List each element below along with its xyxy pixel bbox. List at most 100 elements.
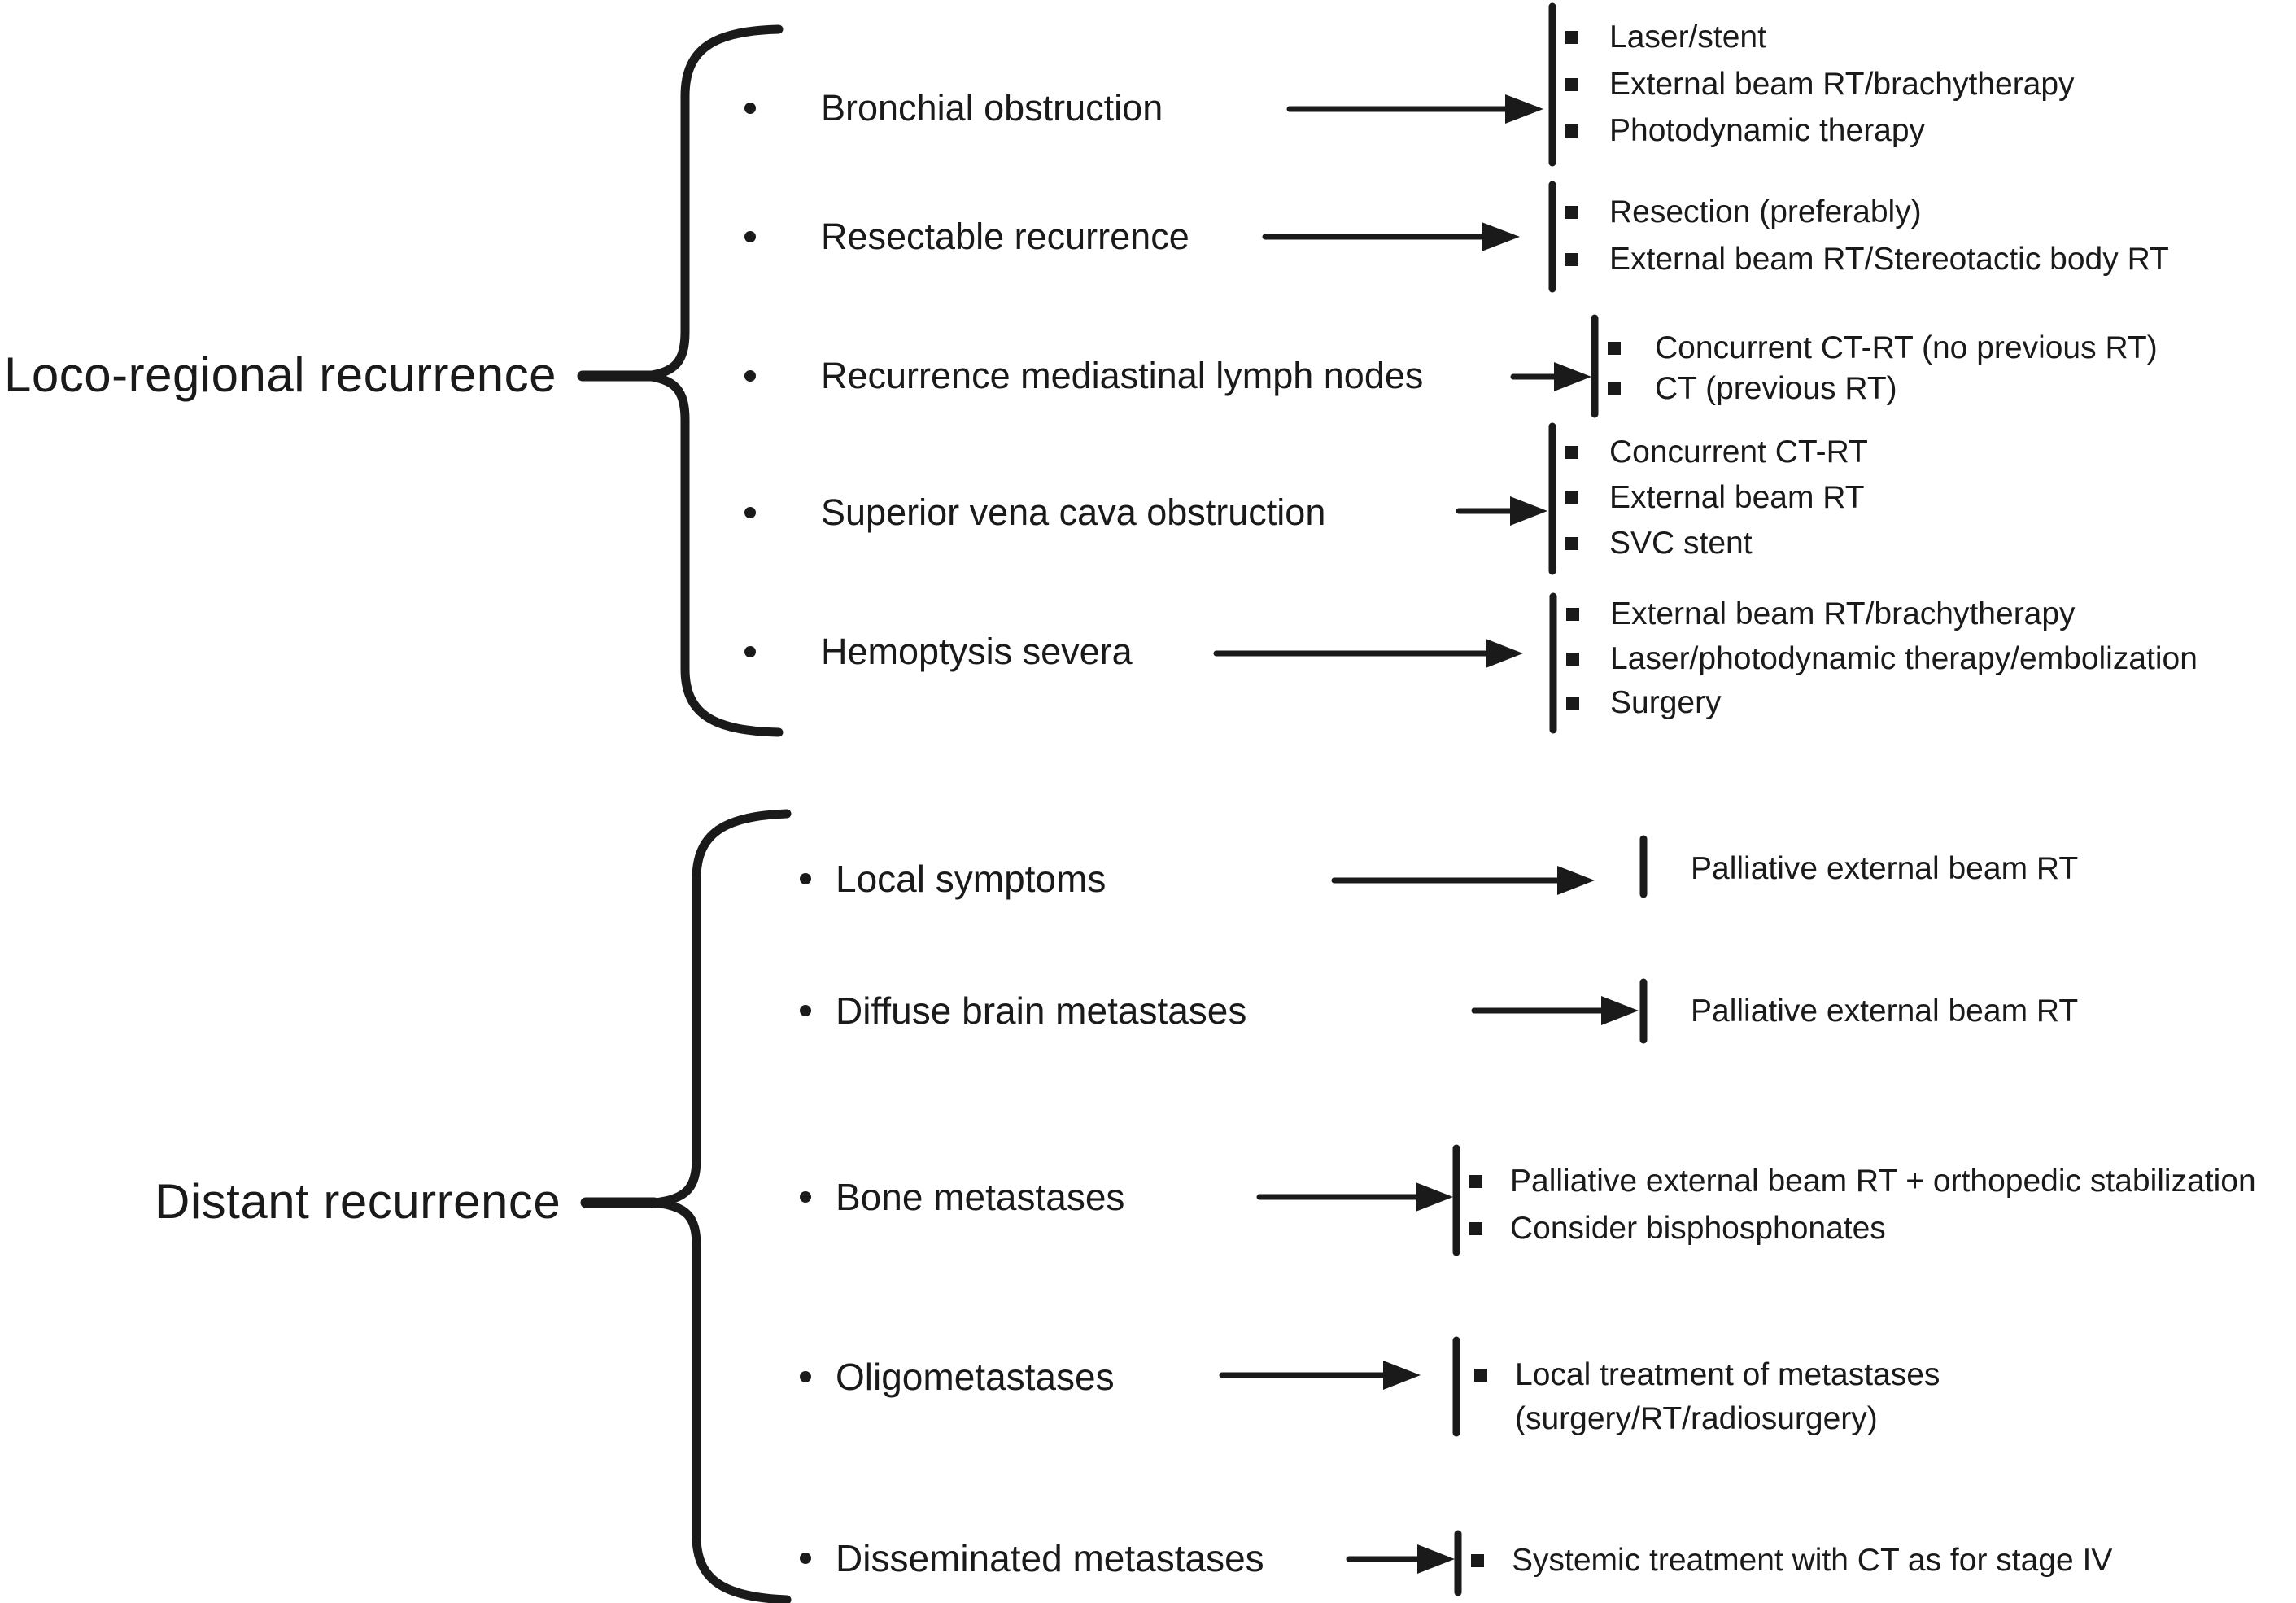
square-bullet-icon: [1608, 342, 1621, 355]
treatment-row: Laser/stent: [1565, 20, 1766, 55]
square-bullet-icon: [1565, 253, 1578, 266]
treatment-row: External beam RT/brachytherapy: [1566, 596, 2076, 632]
arrow-icon: [1510, 362, 1591, 391]
bullet-icon: [800, 1191, 811, 1203]
item-label: Recurrence mediastinal lymph nodes: [821, 355, 1424, 396]
treatment-label: External beam RT/Stereotactic body RT: [1609, 242, 2169, 277]
treatment-row: Photodynamic therapy: [1565, 113, 1925, 149]
treatment-label: External beam RT: [1609, 480, 1865, 515]
arrow-icon: [1331, 866, 1595, 895]
treatment-row: Resection (preferably): [1565, 194, 1922, 230]
square-bullet-icon: [1566, 653, 1579, 666]
treatment-row: Concurrent CT-RT (no previous RT): [1608, 330, 2158, 366]
item-recurrence-mediastinal-lymph-nodes: Recurrence mediastinal lymph nodes: [744, 355, 1423, 397]
item-bronchial-obstruction: Bronchial obstruction: [744, 87, 1163, 129]
square-bullet-icon: [1566, 697, 1579, 710]
item-label: Disseminated metastases: [836, 1537, 1264, 1579]
treatment-row: Surgery: [1566, 685, 1722, 721]
arrow-icon: [1262, 222, 1520, 251]
treatment-row: Systemic treatment with CT as for stage …: [1471, 1543, 2112, 1579]
treatment-row: External beam RT/Stereotactic body RT: [1565, 242, 2169, 277]
treatment-label: Palliative external beam RT: [1691, 994, 2079, 1029]
arrow-icon: [1346, 1544, 1455, 1574]
item-label: Bone metastases: [836, 1176, 1125, 1218]
arrow-icon: [1256, 1182, 1453, 1212]
square-bullet-icon: [1565, 446, 1578, 459]
treatment-row: External beam RT: [1565, 480, 1865, 516]
bullet-icon: [800, 1553, 811, 1564]
treatment-row: Palliative external beam RT: [1691, 851, 2078, 887]
square-bullet-icon: [1608, 382, 1621, 395]
square-bullet-icon: [1471, 1554, 1484, 1567]
square-bullet-icon: [1565, 491, 1578, 504]
treatment-label: External beam RT/brachytherapy: [1610, 596, 2076, 631]
bullet-icon: [744, 646, 756, 657]
square-bullet-icon: [1469, 1175, 1482, 1188]
item-label: Resectable recurrence: [821, 216, 1189, 257]
square-bullet-icon: [1565, 31, 1578, 44]
item-disseminated-metastases: Disseminated metastases: [800, 1536, 1264, 1580]
item-hemoptysis-severa: Hemoptysis severa: [744, 631, 1133, 673]
bullet-icon: [744, 231, 756, 242]
arrow-icon: [1286, 94, 1543, 124]
treatment-row-continuation: (surgery/RT/radiosurgery): [1515, 1401, 1878, 1437]
bullet-icon: [744, 370, 756, 382]
item-resectable-recurrence: Resectable recurrence: [744, 216, 1189, 258]
treatment-row: SVC stent: [1565, 526, 1753, 561]
treatment-row: Concurrent CT-RT: [1565, 435, 1868, 470]
treatment-row: Consider bisphosphonates: [1469, 1211, 1886, 1247]
item-oligometastases: Oligometastases: [800, 1355, 1115, 1399]
bullet-icon: [744, 103, 756, 114]
item-label: Diffuse brain metastases: [836, 989, 1247, 1032]
item-diffuse-brain-metastases: Diffuse brain metastases: [800, 989, 1246, 1033]
bullet-icon: [800, 1371, 811, 1382]
bullet-icon: [744, 507, 756, 518]
treatment-label: Concurrent CT-RT: [1609, 435, 1868, 470]
arrow-icon: [1456, 496, 1547, 526]
curly-brace-icon: [653, 809, 792, 1603]
treatment-label: Palliative external beam RT: [1691, 851, 2079, 886]
arrow-icon: [1213, 639, 1523, 668]
square-bullet-icon: [1565, 206, 1578, 219]
treatment-row: Palliative external beam RT: [1691, 994, 2078, 1029]
square-bullet-icon: [1469, 1222, 1482, 1235]
square-bullet-icon: [1566, 608, 1579, 621]
bullet-icon: [800, 1005, 811, 1016]
treatment-label: (surgery/RT/radiosurgery): [1515, 1401, 1878, 1436]
treatment-label: Palliative external beam RT + orthopedic…: [1510, 1164, 2256, 1199]
arrow-icon: [1219, 1361, 1421, 1390]
treatment-row: External beam RT/brachytherapy: [1565, 67, 2075, 103]
treatment-label: Resection (preferably): [1609, 194, 1922, 229]
section-label-distant: Distant recurrence: [155, 1174, 561, 1230]
treatment-label: Laser/stent: [1609, 20, 1766, 55]
treatment-label: Laser/photodynamic therapy/embolization: [1610, 641, 2198, 676]
square-bullet-icon: [1565, 78, 1578, 91]
square-bullet-icon: [1565, 537, 1578, 550]
treatment-label: External beam RT/brachytherapy: [1609, 67, 2075, 102]
treatment-row: Local treatment of metastases: [1474, 1357, 1940, 1393]
item-bone-metastases: Bone metastases: [800, 1175, 1124, 1219]
treatment-row: CT (previous RT): [1608, 371, 1897, 407]
treatment-label: Consider bisphosphonates: [1510, 1211, 1886, 1246]
item-label: Superior vena cava obstruction: [821, 491, 1326, 533]
item-label: Bronchial obstruction: [821, 87, 1163, 129]
item-label: Local symptoms: [836, 858, 1107, 900]
section-label-loco-regional: Loco-regional recurrence: [4, 347, 557, 403]
treatment-label: Systemic treatment with CT as for stage …: [1512, 1543, 2113, 1578]
treatment-row: Palliative external beam RT + orthopedic…: [1469, 1164, 2256, 1199]
item-superior-vena-cava-obstruction: Superior vena cava obstruction: [744, 491, 1325, 534]
square-bullet-icon: [1565, 124, 1578, 138]
treatment-label: SVC stent: [1609, 526, 1753, 561]
item-local-symptoms: Local symptoms: [800, 857, 1106, 901]
arrow-icon: [1471, 996, 1639, 1025]
treatment-label: CT (previous RT): [1655, 371, 1897, 406]
treatment-row: Laser/photodynamic therapy/embolization: [1566, 641, 2198, 677]
item-label: Oligometastases: [836, 1356, 1115, 1398]
bullet-icon: [800, 873, 811, 884]
square-bullet-icon: [1474, 1369, 1487, 1382]
treatment-label: Concurrent CT-RT (no previous RT): [1655, 330, 2158, 365]
treatment-label: Surgery: [1610, 685, 1722, 720]
treatment-label: Local treatment of metastases: [1515, 1357, 1940, 1392]
